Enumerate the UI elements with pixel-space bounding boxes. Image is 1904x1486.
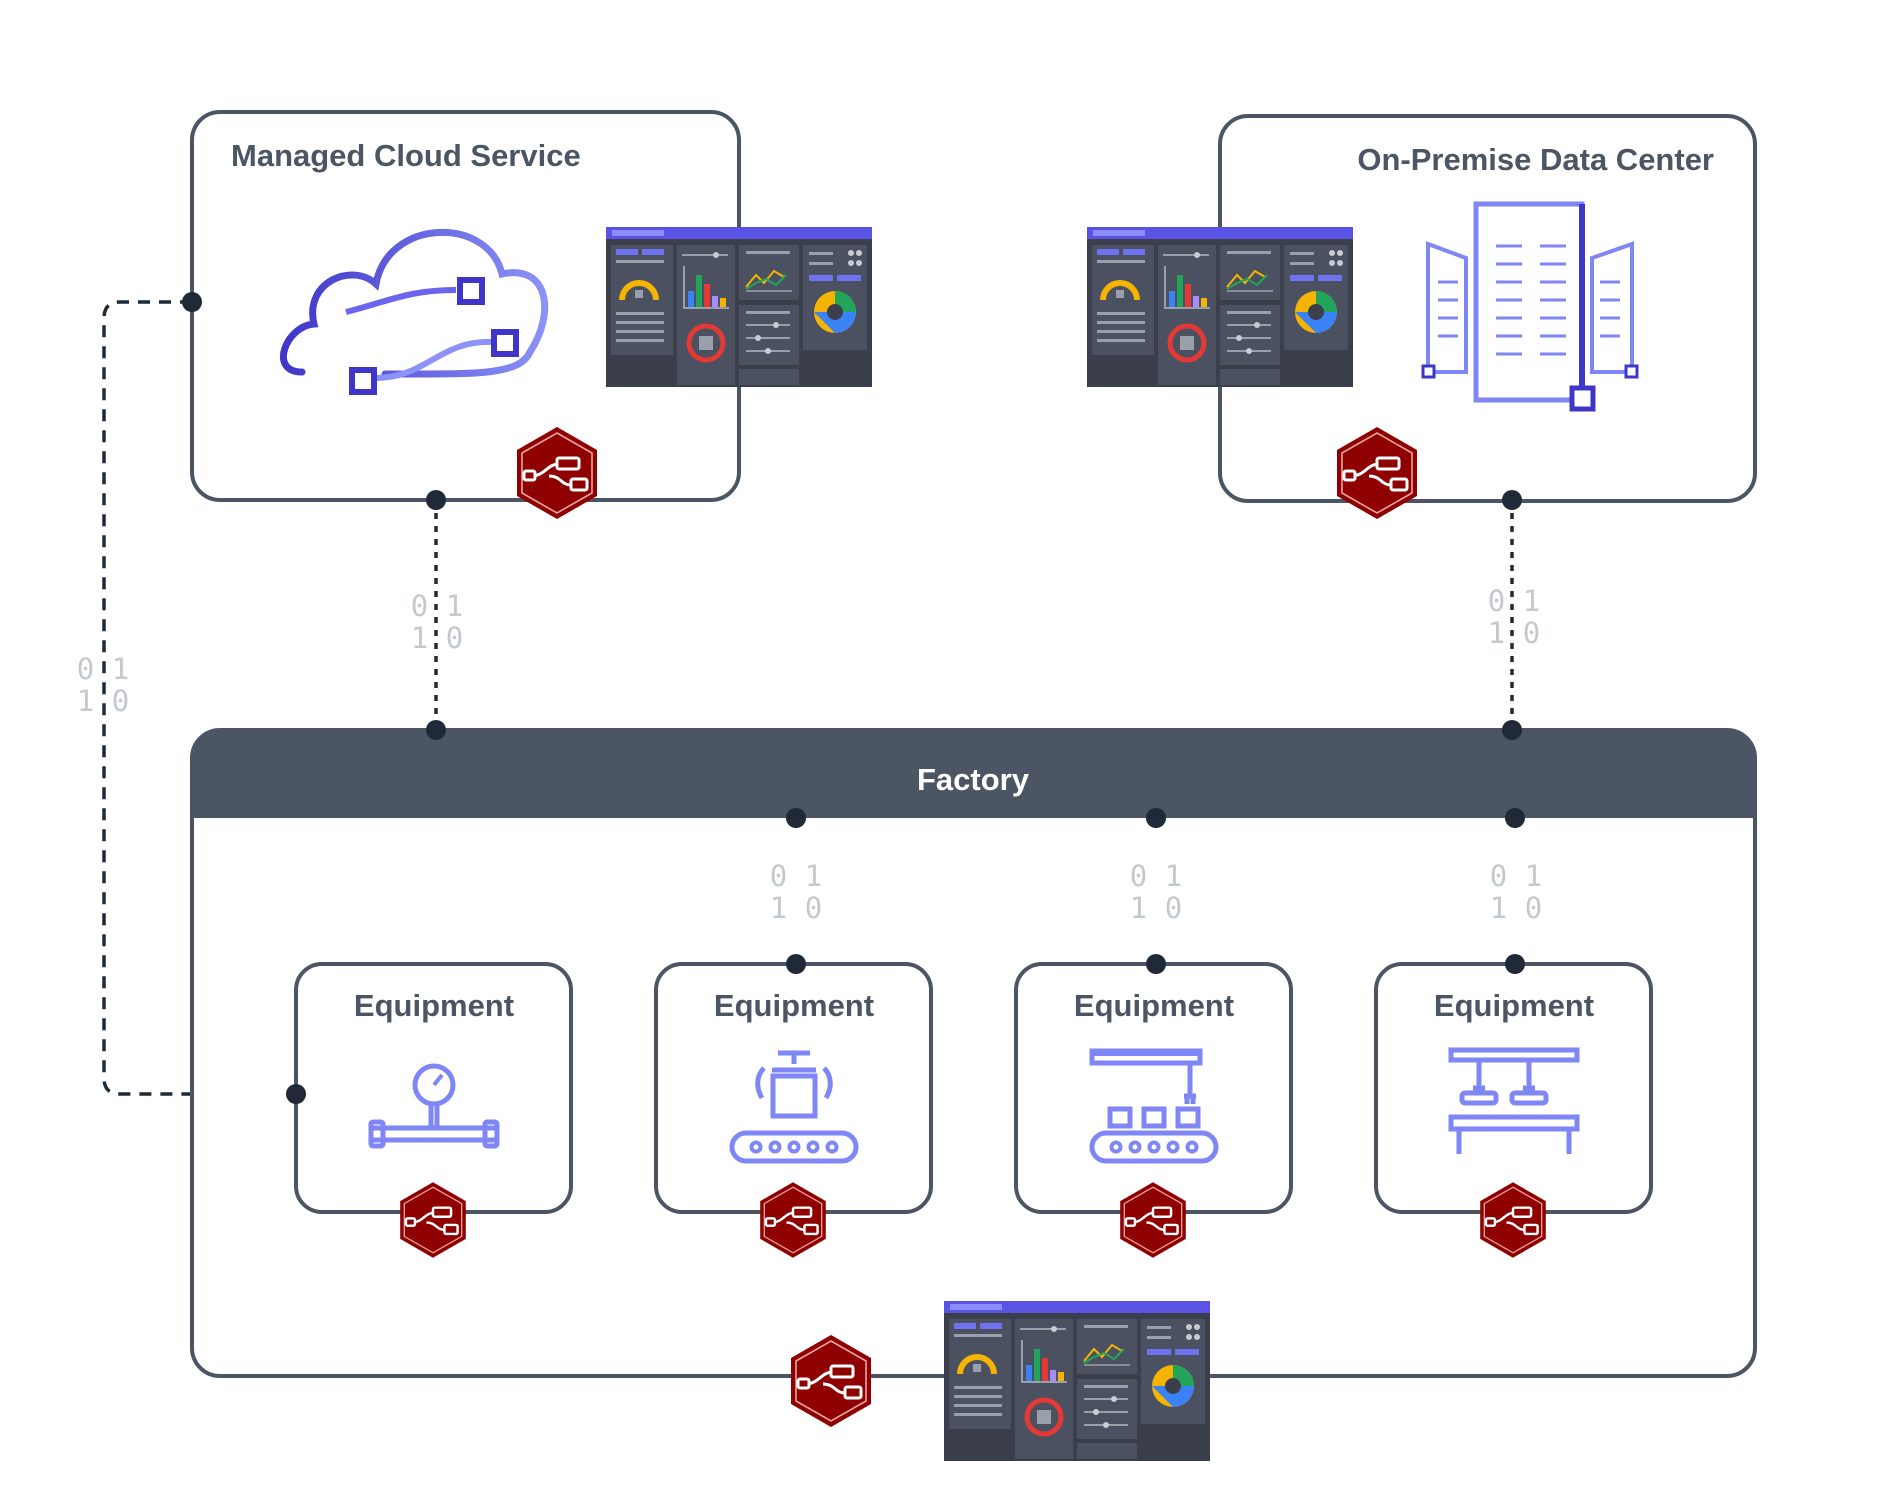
svg-text:0 1: 0 1 <box>1488 584 1540 618</box>
datacenter-bottom-port <box>1502 490 1522 510</box>
svg-text:1 0: 1 0 <box>1130 891 1182 925</box>
datacenter-dashboard-icon <box>1087 227 1353 387</box>
equipment-card-3: Equipment <box>1014 962 1293 1259</box>
equipment-card-4: Equipment <box>1374 962 1653 1259</box>
equipment-card-1: Equipment <box>294 962 573 1259</box>
cloud-bottom-port <box>426 490 446 510</box>
datacenter-title: On-Premise Data Center <box>1357 142 1714 177</box>
cloud-left-port <box>182 292 202 312</box>
svg-text:1 0: 1 0 <box>770 891 822 925</box>
on-premise-data-center: On-Premise Data Center <box>1087 114 1757 521</box>
cloud-icon <box>280 229 549 395</box>
svg-text:1 0: 1 0 <box>1488 616 1540 650</box>
binary-equipment-3: 0 1 1 0 <box>1130 859 1182 925</box>
connector-dots <box>182 292 1525 1104</box>
factory-port-2 <box>786 808 806 828</box>
equipment-2-label: Equipment <box>714 988 874 1023</box>
factory-top-right-port <box>1502 720 1522 740</box>
managed-cloud-service: Managed Cloud Service <box>190 110 872 521</box>
svg-text:0 1: 0 1 <box>1130 859 1182 893</box>
svg-text:0 1: 0 1 <box>77 652 129 686</box>
binary-labels: 0 1 1 0 0 1 1 0 0 1 1 0 0 1 1 0 0 1 1 0 … <box>77 584 1542 925</box>
equipment-4-port <box>1505 954 1525 974</box>
cloud-dashboard-icon <box>606 227 872 387</box>
factory-port-3 <box>1146 808 1166 828</box>
server-building-icon <box>1421 201 1639 412</box>
equipment-card-2: Equipment <box>654 962 933 1259</box>
svg-text:0 1: 0 1 <box>411 589 463 623</box>
cloud-title: Managed Cloud Service <box>231 138 581 173</box>
equipment-1-port <box>286 1084 306 1104</box>
equipment-1-label: Equipment <box>354 988 514 1023</box>
svg-text:0 1: 0 1 <box>770 859 822 893</box>
factory-port-4 <box>1505 808 1525 828</box>
factory-header <box>192 730 1755 818</box>
binary-equipment-2: 0 1 1 0 <box>770 859 822 925</box>
equipment-3-label: Equipment <box>1074 988 1234 1023</box>
svg-text:1 0: 1 0 <box>411 621 463 655</box>
binary-cloud: 0 1 1 0 <box>411 589 463 655</box>
svg-text:1 0: 1 0 <box>77 684 129 718</box>
binary-equipment-4: 0 1 1 0 <box>1490 859 1542 925</box>
factory-dashboard-icon <box>944 1301 1210 1461</box>
svg-text:0 1: 0 1 <box>1490 859 1542 893</box>
equipment-4-label: Equipment <box>1434 988 1594 1023</box>
factory-title: Factory <box>917 762 1030 797</box>
equipment-2-port <box>786 954 806 974</box>
svg-text:1 0: 1 0 <box>1490 891 1542 925</box>
factory: Factory Equipment Equipment Equipment Eq… <box>190 728 1757 1461</box>
binary-datacenter: 0 1 1 0 <box>1488 584 1540 650</box>
factory-top-left-port <box>426 720 446 740</box>
equipment-3-port <box>1146 954 1166 974</box>
binary-left: 0 1 1 0 <box>77 652 129 718</box>
